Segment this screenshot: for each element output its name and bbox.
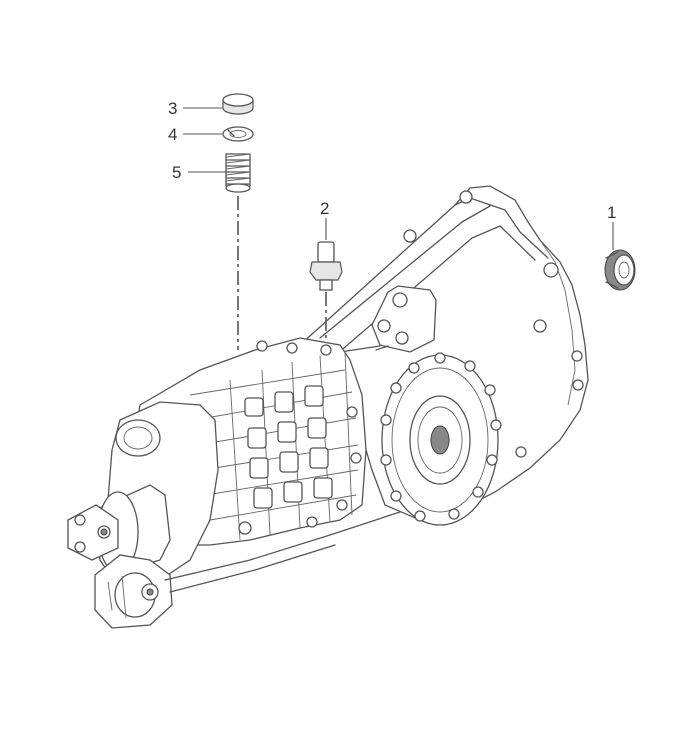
bolt-boss <box>543 262 559 278</box>
bolt-boss <box>572 379 584 391</box>
case-bolts <box>238 340 362 535</box>
callout-3: 3 <box>168 99 177 118</box>
callout-leaders <box>183 107 614 250</box>
part-washer <box>222 126 254 142</box>
part-cap <box>222 93 254 115</box>
cover-bolts <box>380 352 502 522</box>
plug-body <box>317 241 335 263</box>
bolt-boss <box>515 446 527 458</box>
bolt-boss <box>403 229 417 243</box>
transmission-housing <box>67 185 589 629</box>
callout-2: 2 <box>320 199 329 218</box>
callout-4: 4 <box>168 125 177 144</box>
plug-hex <box>309 261 343 281</box>
bolt-boss <box>459 190 473 204</box>
callout-5: 5 <box>172 163 181 182</box>
bolt-boss <box>533 319 547 333</box>
part-spring <box>225 153 251 193</box>
part-seal-ring <box>604 249 636 291</box>
part-breather-plug <box>309 241 343 340</box>
upper-mount <box>371 285 437 353</box>
callout-1: 1 <box>607 203 616 222</box>
input-shaft <box>430 425 450 455</box>
case-pockets <box>244 385 333 509</box>
bell-housing <box>299 185 589 521</box>
bolt-boss <box>571 350 583 362</box>
